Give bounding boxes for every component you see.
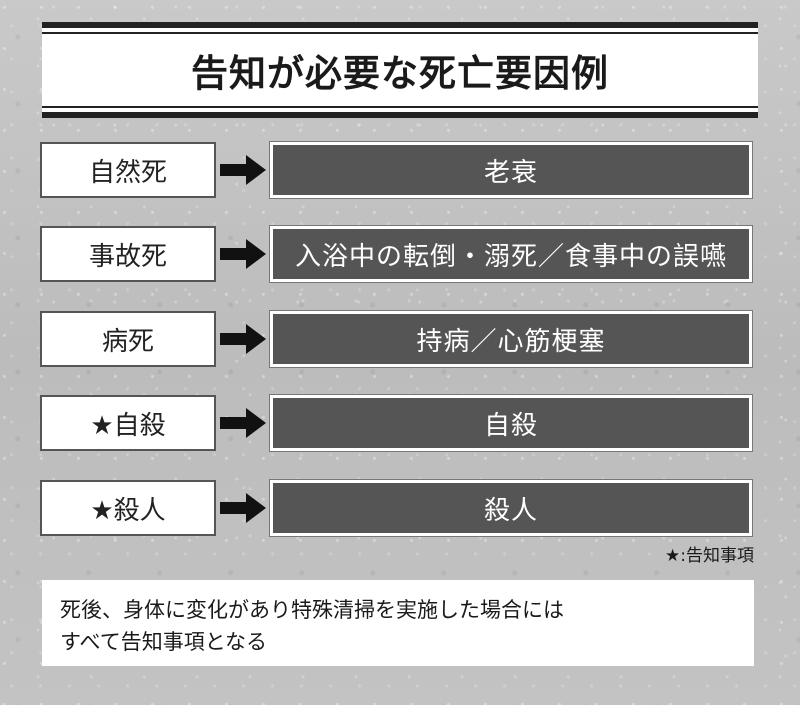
cause-row: 自然死 老衰 [40,141,753,199]
page-title: 告知が必要な死亡要因例 [191,51,609,95]
arrow-right-icon [220,155,266,185]
arrow-right-icon [220,324,266,354]
footer-note: 死後、身体に変化があり特殊清掃を実施した場合には すべて告知事項となる [42,580,754,666]
example-label: 自殺 [269,394,753,452]
arrow-right-icon [220,408,266,438]
example-label: 殺人 [269,479,753,537]
cause-label: 事故死 [40,226,216,282]
cause-label: ★殺人 [40,480,216,536]
cause-label: ★自殺 [40,395,216,451]
example-label: 入浴中の転倒・溺死／食事中の誤嚥 [269,225,753,283]
example-label: 持病／心筋梗塞 [269,310,753,368]
arrow-right-icon [220,493,266,523]
cause-label: 自然死 [40,142,216,198]
legend-note: ★:告知事項 [665,546,754,566]
cause-row: 病死 持病／心筋梗塞 [40,310,753,368]
arrow-right-icon [220,239,266,269]
example-label: 老衰 [269,141,753,199]
footer-line: 死後、身体に変化があり特殊清掃を実施した場合には [60,598,564,622]
cause-label: 病死 [40,311,216,367]
title-banner: 告知が必要な死亡要因例 [42,22,758,118]
cause-row: ★殺人 殺人 [40,479,753,537]
cause-row: ★自殺 自殺 [40,394,753,452]
footer-line: すべて告知事項となる [60,630,268,654]
cause-row: 事故死 入浴中の転倒・溺死／食事中の誤嚥 [40,225,753,283]
